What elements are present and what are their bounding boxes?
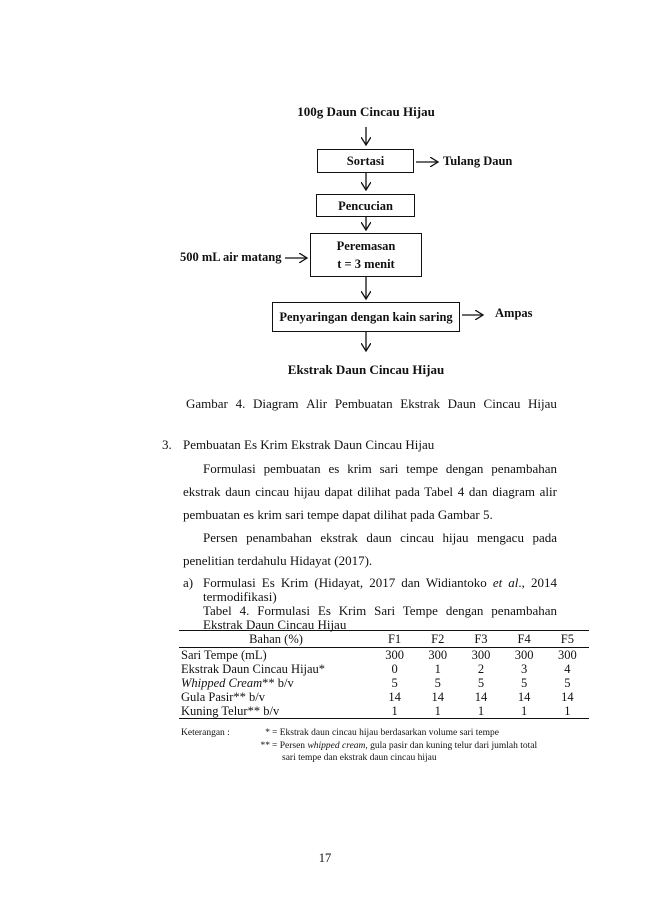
cell-value: 14 (431, 690, 445, 704)
caption-word: Alir (306, 396, 328, 411)
table-caption-line-1: Tabel 4. Formulasi Es Krim Sari Tempe de… (203, 603, 557, 618)
cell-value: 4 (564, 662, 571, 676)
step-pencucian-label: Pencucian (338, 198, 393, 213)
paragraph-1-line-3: pembuatan es krim sari tempe dapat dilih… (183, 507, 493, 522)
caption-word: Cincau (483, 396, 521, 411)
header-f2: F2 (416, 630, 460, 648)
note-1-mark: * (265, 728, 270, 738)
note-2-part: = Persen (272, 741, 306, 751)
caption-word: Diagram (253, 396, 299, 411)
paragraph-1-line-1: Formulasi pembuatan es krim sari tempe d… (203, 461, 557, 476)
header-f1: F1 (373, 630, 417, 648)
formulation-table: Bahan (%) F1 F2 F3 F4 F5 Sari Tempe (mL)… (179, 630, 589, 719)
cell-value: 5 (391, 676, 398, 690)
cell-value: 5 (521, 676, 528, 690)
cell-value: 1 (373, 704, 417, 719)
row-label: Ekstrak Daun Cincau Hijau* (181, 662, 326, 676)
cell-value: 0 (391, 662, 398, 676)
row-label-rest: ** b/v (262, 676, 294, 690)
step-peremasan-time: t = 3 menit (337, 257, 395, 271)
diagram-start-label: 100g Daun Cincau Hijau (297, 104, 435, 119)
cell-value: 300 (471, 648, 491, 662)
row-label-italic: Whipped Cream (181, 676, 263, 690)
cell-value: 1 (502, 704, 546, 719)
table-row: Gula Pasir** b/v 14 14 14 14 14 (179, 690, 589, 704)
header-f3: F3 (459, 630, 503, 648)
header-f4: F4 (502, 630, 546, 648)
cell-value: 300 (428, 648, 448, 662)
notes-label: Keterangan : (181, 728, 230, 738)
header-bahan: Bahan (%) (179, 630, 373, 648)
cell-value: 14 (474, 690, 488, 704)
row-label: Sari Tempe (mL) (181, 648, 267, 662)
cell-value: 2 (477, 662, 485, 676)
cell-value: 1 (434, 662, 441, 676)
row-label: Gula Pasir** b/v (181, 690, 266, 704)
cell-value: 5 (564, 676, 571, 690)
cell-value: 1 (459, 704, 503, 719)
cell-value: 300 (514, 648, 534, 662)
cell-value: 14 (388, 690, 401, 704)
note-1-text: = Ekstrak daun cincau hijau berdasarkan … (272, 728, 499, 738)
step-sortasi-box: Sortasi (317, 149, 414, 173)
subsection-title-line-2: termodifikasi) (203, 589, 277, 604)
step-penyaringan-label: Penyaringan dengan kain saring (279, 310, 453, 324)
subsection-title-line-1: Formulasi Es Krim (Hidayat, 2017 dan Wid… (203, 575, 557, 591)
row-label: Kuning Telur** b/v (179, 704, 373, 719)
paragraph-2-line-2: penelitian terdahulu Hidayat (2017). (183, 553, 373, 568)
page-number: 17 (318, 851, 332, 865)
note-2-line-2: sari tempe dan ekstrak daun cincau hijau (282, 753, 437, 763)
note-2-part: , gula pasir dan kuning telur dari jumla… (365, 741, 538, 751)
cell-value: 14 (561, 690, 574, 704)
subsection-title-part: ., 2014 (518, 575, 557, 590)
caption-word: Ekstrak (400, 396, 440, 411)
cell-value: 14 (517, 690, 531, 704)
table-row: Whipped Cream** b/v 5 5 5 5 5 (179, 676, 589, 690)
caption-word: Pembuatan (334, 396, 393, 411)
cell-value: 1 (416, 704, 460, 719)
step-sortasi-label: Sortasi (346, 154, 385, 168)
cell-value: 300 (385, 648, 404, 662)
cell-value: 3 (521, 662, 528, 676)
cell-value: 300 (558, 648, 577, 662)
tulang-daun-label: Tulang Daun (443, 154, 513, 168)
row-label: Whipped Cream** b/v (179, 676, 373, 690)
caption-word: Hijau (528, 396, 557, 411)
figure-caption: Gambar 4. Diagram Alir Pembuatan Ekstrak… (186, 396, 557, 412)
note-2-italic: whipped cream (307, 741, 366, 751)
caption-word: 4. (235, 396, 246, 411)
table-caption-line-2: Ekstrak Daun Cincau Hijau (203, 617, 347, 632)
step-peremasan-label: Peremasan (336, 239, 396, 253)
paragraph-2-line-1: Persen penambahan ekstrak daun cincau hi… (203, 530, 557, 545)
step-pencucian-box: Pencucian (316, 194, 415, 217)
subsection-title-italic: et al (492, 575, 519, 590)
note-2-mark: ** (260, 741, 271, 751)
step-peremasan-box: Peremasan t = 3 menit (310, 233, 422, 277)
header-f5: F5 (545, 630, 589, 648)
table-row: Kuning Telur** b/v 1 1 1 1 1 (179, 704, 589, 719)
cell-value: 5 (477, 676, 485, 690)
table-header-row: Bahan (%) F1 F2 F3 F4 F5 (179, 630, 589, 648)
air-matang-label: 500 mL air matang (180, 250, 282, 264)
table-row: Sari Tempe (mL) 300 300 300 300 300 (179, 648, 589, 663)
diagram-end-label: Ekstrak Daun Cincau Hijau (287, 362, 445, 377)
paragraph-1-line-2: ekstrak daun cincau hijau dapat dilihat … (183, 484, 557, 499)
caption-word: Gambar (186, 396, 228, 411)
subsection-title-part: Formulasi Es Krim (Hidayat, 2017 dan Wid… (203, 575, 487, 590)
subsection-label: a) (183, 575, 194, 590)
section-number: 3. (162, 437, 172, 452)
cell-value: 1 (545, 704, 589, 719)
cell-value: 5 (434, 676, 441, 690)
caption-word: Daun (447, 396, 476, 411)
table-row: Ekstrak Daun Cincau Hijau* 0 1 2 3 4 (179, 662, 589, 676)
section-title: Pembuatan Es Krim Ekstrak Daun Cincau Hi… (183, 437, 435, 452)
step-penyaringan-box: Penyaringan dengan kain saring (272, 302, 460, 332)
note-2-text: = Persen whipped cream, gula pasir dan k… (272, 740, 537, 752)
ampas-label: Ampas (495, 306, 533, 320)
flow-diagram-arrows (285, 127, 650, 400)
